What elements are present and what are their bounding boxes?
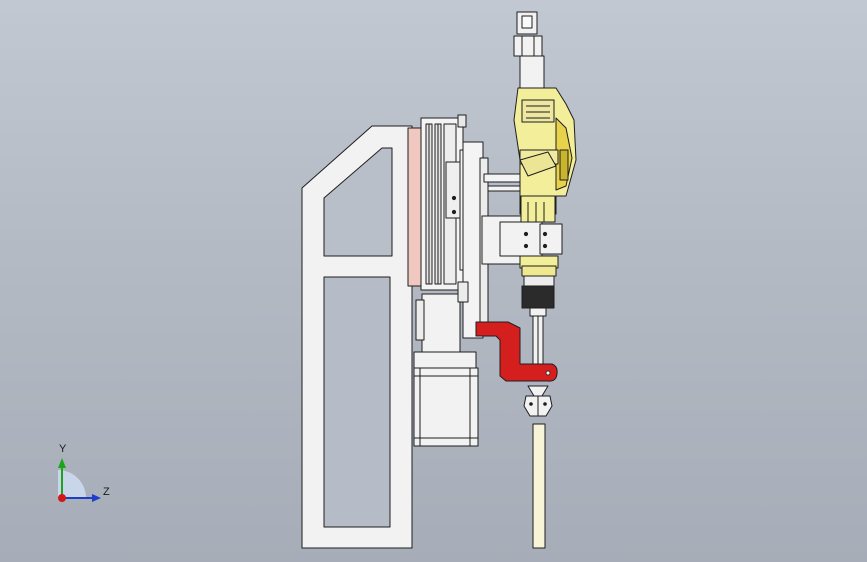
linear-rail [420,114,469,291]
back-plate [407,127,423,287]
feed-tube [532,423,546,549]
screw-feeder-nozzle [523,385,553,417]
support-frame [301,125,413,549]
red-bracket [475,321,558,382]
coordinate-triad [58,458,101,502]
triad-z-label: Z [103,486,110,498]
motor [413,281,479,447]
triad-y-label: Y [59,443,67,455]
screwdriver [499,11,577,365]
